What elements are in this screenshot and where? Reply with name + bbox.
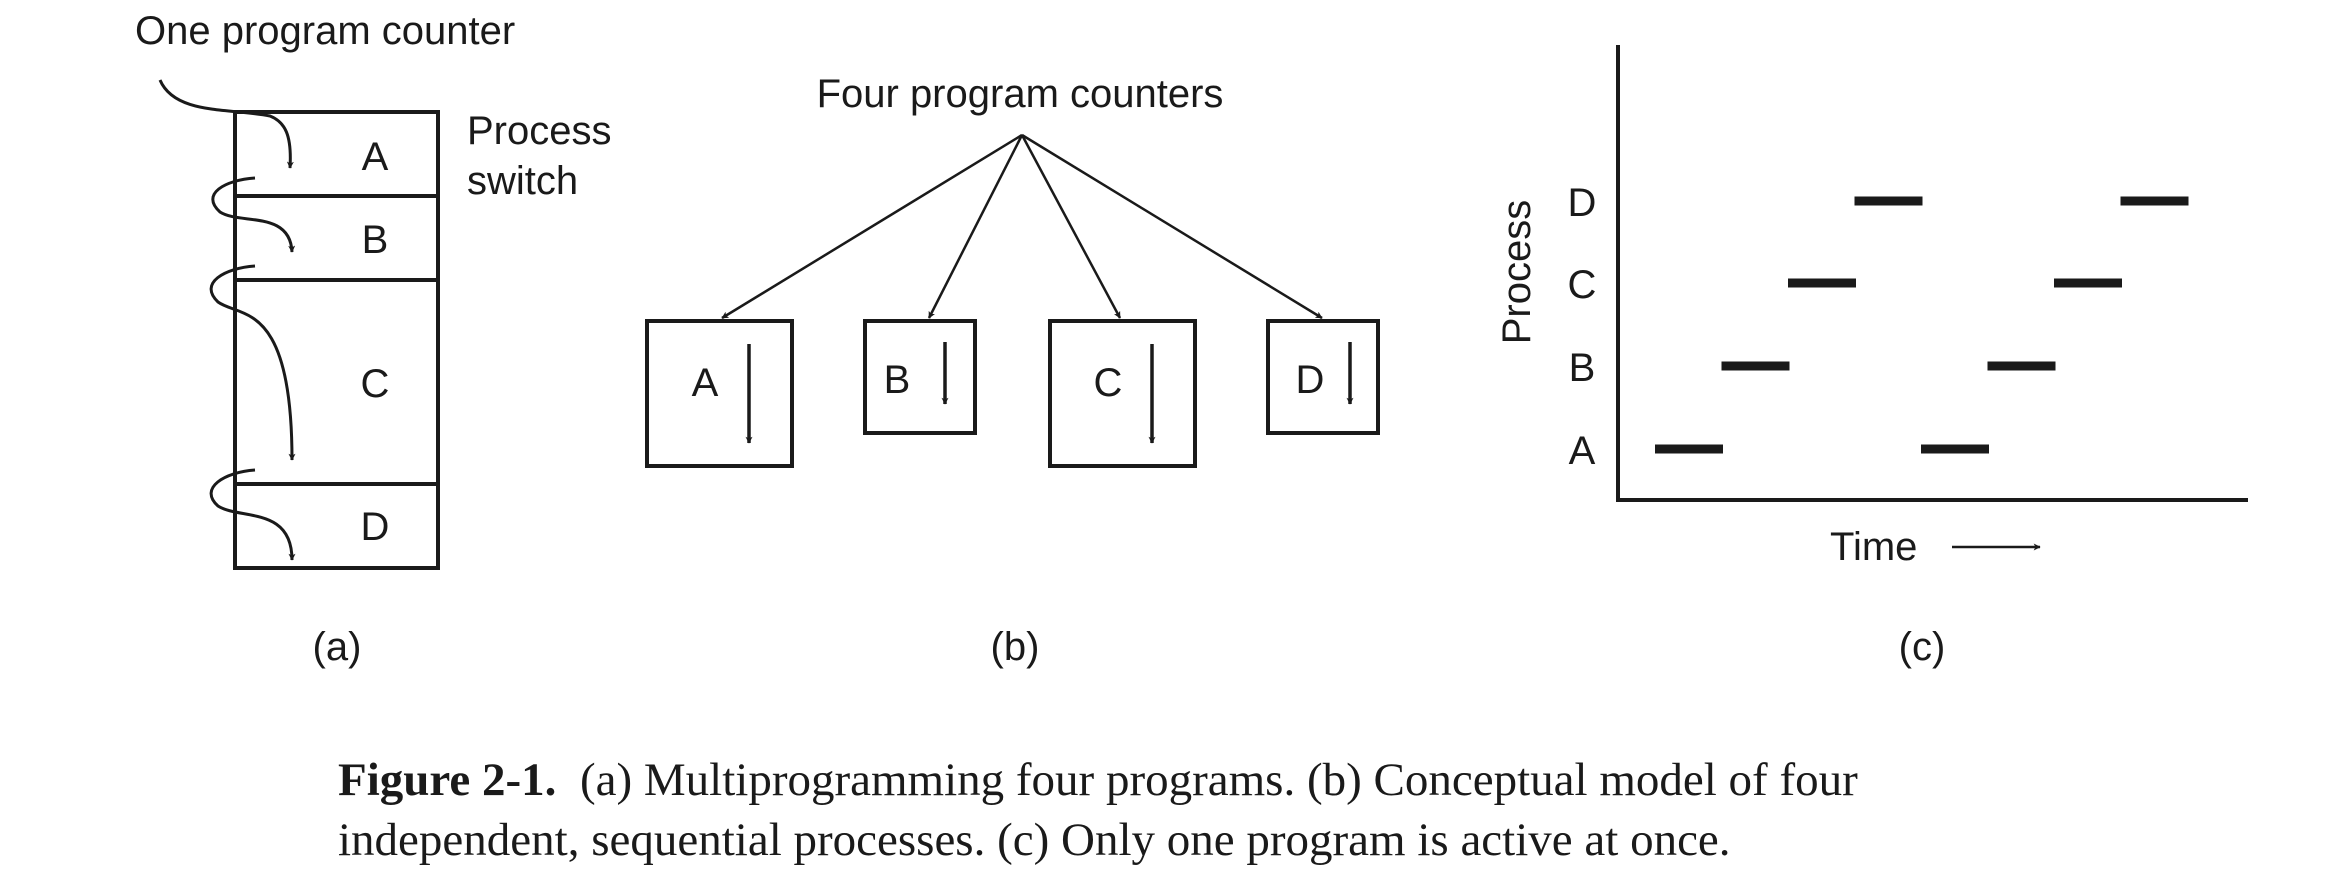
memory-column xyxy=(233,110,440,570)
pointer-to-d xyxy=(1021,133,1323,320)
four-program-counters-label: Four program counters xyxy=(817,72,1224,116)
process-switch-label-line2: switch xyxy=(467,159,578,203)
process-tick-d: D xyxy=(1568,181,1597,225)
caption-figure-label: Figure 2-1. xyxy=(338,754,557,806)
switch-path-ab xyxy=(211,176,296,253)
time-slice-d-4 xyxy=(1854,196,1923,206)
block-c-label: C xyxy=(361,362,390,406)
process-box-c: C xyxy=(1048,319,1197,468)
process-box-b: B xyxy=(863,319,977,435)
process-box-c-label: C xyxy=(1094,361,1123,405)
program-counter-path xyxy=(158,79,294,169)
time-slice-a-1 xyxy=(1655,444,1723,454)
process-box-a-label: A xyxy=(692,361,719,405)
pointer-to-a xyxy=(721,133,1023,320)
process-box-d: D xyxy=(1266,319,1380,435)
x-axis-label: Time xyxy=(1830,525,1917,569)
block-d-label: D xyxy=(361,505,390,549)
panel-c-tag: (c) xyxy=(1899,625,1946,669)
process-box-d-label: D xyxy=(1296,358,1325,402)
process-switch-label-line1: Process xyxy=(467,109,612,153)
time-slice-c-3 xyxy=(1788,278,1856,288)
panel-b: Four program counters A B C D (b) xyxy=(645,72,1380,669)
pointer-to-c xyxy=(1020,134,1122,319)
switch-path-cd xyxy=(209,468,296,561)
time-slice-b-6 xyxy=(1987,361,2056,371)
panel-a-tag: (a) xyxy=(313,625,362,669)
panel-c: Process A B C D Time (c) xyxy=(1495,45,2248,669)
process-tick-a: A xyxy=(1569,429,1596,473)
time-slice-d-8 xyxy=(2120,196,2189,206)
figure-caption: Figure 2-1. (a) Multiprogramming four pr… xyxy=(338,750,2138,870)
caption-line-1-text: (a) Multiprogramming four programs. (b) … xyxy=(579,754,1858,806)
one-program-counter-label: One program counter xyxy=(135,9,515,53)
time-slice-c-7 xyxy=(2054,278,2122,288)
block-a-label: A xyxy=(362,135,389,179)
time-slice-a-5 xyxy=(1921,444,1989,454)
switch-path-bc xyxy=(209,264,296,461)
panel-a: One program counter A B C D Process swit… xyxy=(135,9,612,669)
process-tick-c: C xyxy=(1568,263,1597,307)
pointer-to-b xyxy=(927,134,1024,319)
process-tick-b: B xyxy=(1569,346,1596,390)
block-b-label: B xyxy=(362,218,389,262)
process-box-a: A xyxy=(645,319,794,468)
y-axis-label: Process xyxy=(1495,200,1539,345)
schedule-bars xyxy=(1655,196,2189,454)
panel-b-tag: (b) xyxy=(991,625,1040,669)
caption-line-1: Figure 2-1. (a) Multiprogramming four pr… xyxy=(338,750,2138,810)
process-box-b-label: B xyxy=(884,358,911,402)
time-slice-b-2 xyxy=(1721,361,1790,371)
caption-line-2: independent, sequential processes. (c) O… xyxy=(338,814,1731,866)
